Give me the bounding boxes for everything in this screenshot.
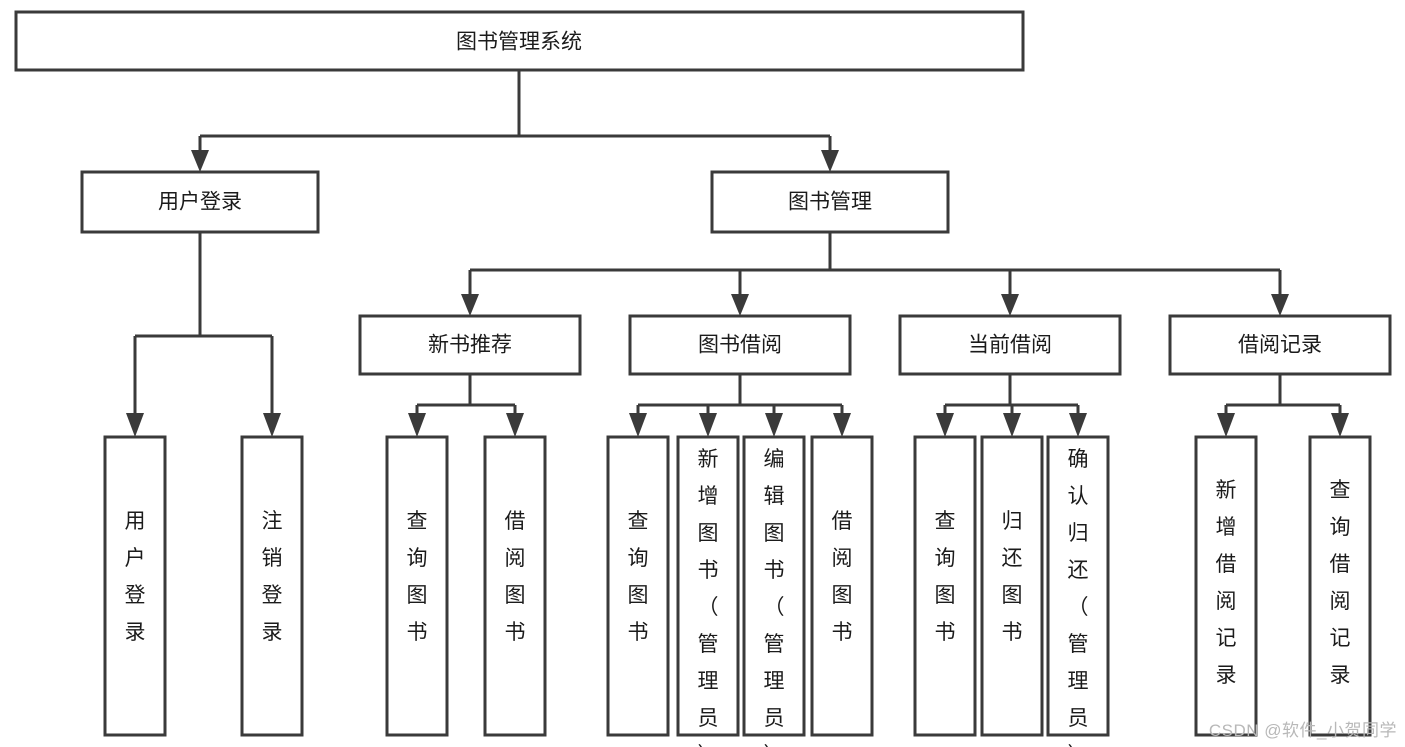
leaf-nodes-group: 用户登录 注销登录 查询图书 借阅图书 查询图书 新增图书（管理员） bbox=[103, 435, 1372, 747]
leaf-user-login-box[interactable] bbox=[103, 435, 167, 737]
new-book-recommend-label: 新书推荐 bbox=[428, 334, 512, 357]
arrow-root-to-book-management bbox=[821, 150, 839, 172]
arrow-to-leaf-user-login bbox=[126, 413, 144, 437]
arrow-to-leaf-query-book-2 bbox=[629, 413, 647, 437]
leaf-logout-login-box[interactable] bbox=[240, 435, 304, 737]
arrow-to-book-borrow bbox=[731, 294, 749, 316]
leaf-add-book-label: 新增图书（管理员） bbox=[698, 448, 719, 747]
node-leaf-user-login[interactable]: 用户登录 bbox=[103, 435, 167, 737]
node-leaf-query-book-1[interactable]: 查询图书 bbox=[385, 435, 449, 737]
leaf-borrow-book-1-label: 借阅图书 bbox=[505, 510, 526, 644]
arrow-to-leaf-confirm-return bbox=[1069, 413, 1087, 437]
leaf-borrow-book-1-box[interactable] bbox=[483, 435, 547, 737]
leaf-add-borrow-record-label: 新增借阅记录 bbox=[1216, 479, 1237, 687]
connectors-group bbox=[126, 70, 1349, 437]
book-management-label: 图书管理 bbox=[788, 191, 872, 214]
arrow-to-leaf-query-book-1 bbox=[408, 413, 426, 437]
leaf-query-borrow-record-box[interactable] bbox=[1308, 435, 1372, 737]
leaf-query-book-3-label: 查询图书 bbox=[935, 510, 956, 644]
user-login-label: 用户登录 bbox=[158, 191, 242, 214]
leaf-query-borrow-record-label: 查询借阅记录 bbox=[1330, 479, 1351, 687]
node-leaf-query-book-3[interactable]: 查询图书 bbox=[913, 435, 977, 737]
arrow-to-leaf-borrow-book-1 bbox=[506, 413, 524, 437]
leaf-borrow-book-2-box[interactable] bbox=[810, 435, 874, 737]
leaf-logout-login-label: 注销登录 bbox=[262, 510, 283, 644]
book-management-box[interactable] bbox=[710, 170, 950, 234]
node-leaf-borrow-book-2[interactable]: 借阅图书 bbox=[810, 435, 874, 737]
arrow-to-new-book-recommend bbox=[461, 294, 479, 316]
arrow-to-leaf-query-book-3 bbox=[936, 413, 954, 437]
node-leaf-confirm-return[interactable]: 确认归还（管理员） bbox=[1046, 435, 1110, 747]
node-leaf-query-book-2[interactable]: 查询图书 bbox=[606, 435, 670, 737]
node-user-login[interactable]: 用户登录 bbox=[80, 170, 320, 234]
arrow-root-to-user-login bbox=[191, 150, 209, 172]
leaf-confirm-return-box[interactable] bbox=[1046, 435, 1110, 737]
node-book-borrow[interactable]: 图书借阅 bbox=[628, 314, 852, 376]
borrow-record-box[interactable] bbox=[1168, 314, 1392, 376]
node-book-management[interactable]: 图书管理 bbox=[710, 170, 950, 234]
leaf-user-login-label: 用户登录 bbox=[125, 510, 146, 644]
arrow-to-leaf-return-book bbox=[1003, 413, 1021, 437]
leaf-edit-book-box[interactable] bbox=[742, 435, 806, 737]
node-new-book-recommend[interactable]: 新书推荐 bbox=[358, 314, 582, 376]
root-label: 图书管理系统 bbox=[456, 31, 582, 54]
leaf-borrow-book-2-label: 借阅图书 bbox=[832, 510, 853, 644]
book-borrow-label: 图书借阅 bbox=[698, 334, 782, 357]
leaf-confirm-return-label: 确认归还（管理员） bbox=[1068, 448, 1089, 747]
leaf-query-book-1-box[interactable] bbox=[385, 435, 449, 737]
borrow-record-label: 借阅记录 bbox=[1238, 334, 1322, 357]
node-current-borrow[interactable]: 当前借阅 bbox=[898, 314, 1122, 376]
arrow-to-leaf-add-borrow-record bbox=[1217, 413, 1235, 437]
node-root[interactable]: 图书管理系统 bbox=[14, 10, 1025, 72]
node-borrow-record[interactable]: 借阅记录 bbox=[1168, 314, 1392, 376]
leaf-edit-book-label: 编辑图书（管理员） bbox=[764, 448, 785, 747]
leaf-query-book-1-label: 查询图书 bbox=[407, 510, 428, 644]
node-leaf-logout-login[interactable]: 注销登录 bbox=[240, 435, 304, 737]
leaf-return-book-label: 归还图书 bbox=[1002, 510, 1023, 644]
leaf-query-book-3-box[interactable] bbox=[913, 435, 977, 737]
arrow-to-current-borrow bbox=[1001, 294, 1019, 316]
root-box[interactable] bbox=[14, 10, 1025, 72]
leaf-add-borrow-record-box[interactable] bbox=[1194, 435, 1258, 737]
arrow-to-leaf-borrow-book-2 bbox=[833, 413, 851, 437]
node-leaf-return-book[interactable]: 归还图书 bbox=[980, 435, 1044, 737]
arrow-to-leaf-query-borrow-record bbox=[1331, 413, 1349, 437]
new-book-recommend-box[interactable] bbox=[358, 314, 582, 376]
arrow-to-leaf-edit-book bbox=[765, 413, 783, 437]
current-borrow-label: 当前借阅 bbox=[968, 334, 1052, 357]
leaf-query-book-2-label: 查询图书 bbox=[628, 510, 649, 644]
current-borrow-box[interactable] bbox=[898, 314, 1122, 376]
arrow-to-leaf-add-book bbox=[699, 413, 717, 437]
node-leaf-edit-book[interactable]: 编辑图书（管理员） bbox=[742, 435, 806, 747]
node-leaf-borrow-book-1[interactable]: 借阅图书 bbox=[483, 435, 547, 737]
node-leaf-add-borrow-record[interactable]: 新增借阅记录 bbox=[1194, 435, 1258, 737]
node-leaf-add-book[interactable]: 新增图书（管理员） bbox=[676, 435, 740, 747]
leaf-return-book-box[interactable] bbox=[980, 435, 1044, 737]
user-login-box[interactable] bbox=[80, 170, 320, 234]
node-leaf-query-borrow-record[interactable]: 查询借阅记录 bbox=[1308, 435, 1372, 737]
arrow-to-leaf-logout-login bbox=[263, 413, 281, 437]
arrow-to-borrow-record bbox=[1271, 294, 1289, 316]
leaf-add-book-box[interactable] bbox=[676, 435, 740, 737]
book-borrow-box[interactable] bbox=[628, 314, 852, 376]
leaf-query-book-2-box[interactable] bbox=[606, 435, 670, 737]
